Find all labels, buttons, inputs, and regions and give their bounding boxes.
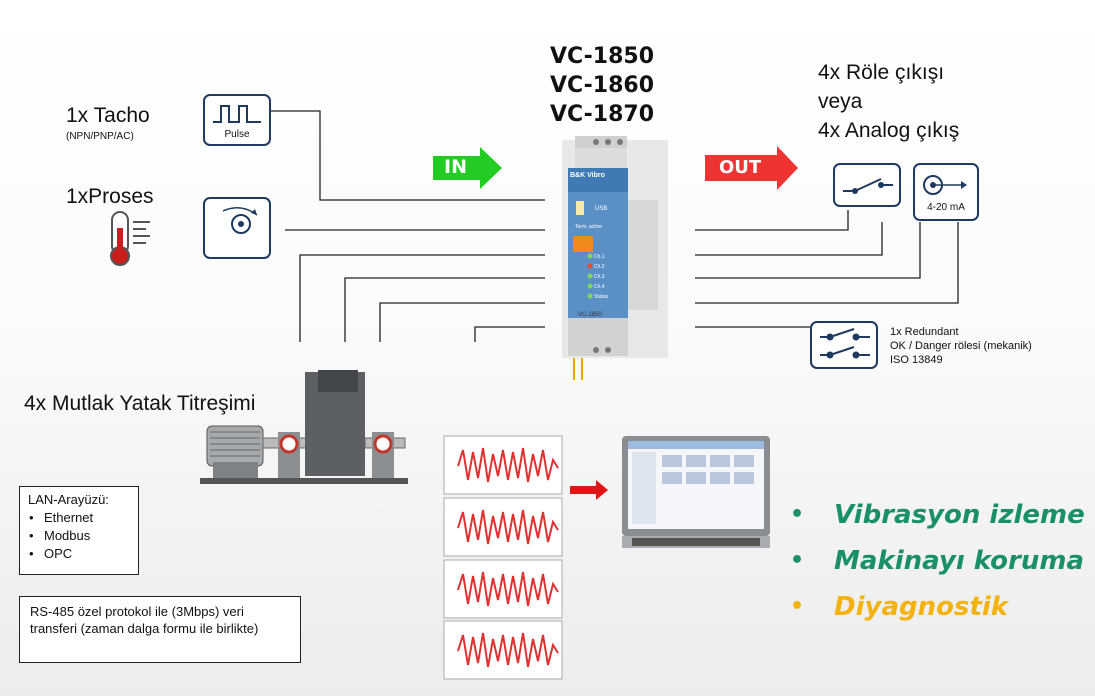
waveform-panels bbox=[443, 435, 563, 680]
thermometer-icon bbox=[110, 211, 150, 266]
analog-label: 4-20 mA bbox=[927, 202, 965, 213]
led-label: Ch.1 bbox=[594, 254, 605, 260]
device-model: VC-1870 bbox=[550, 102, 655, 127]
redundant-line: 1x Redundant bbox=[890, 326, 959, 338]
device-model-list: VC-1850 VC-1860 VC-1870 bbox=[550, 42, 654, 129]
lan-item: Modbus bbox=[29, 527, 130, 545]
pulse-sensor-box: Pulse bbox=[203, 94, 271, 146]
rs485-text: RS-485 özel protokol ile (3Mbps) veri tr… bbox=[30, 604, 259, 636]
feature-item: Diyagnostik bbox=[790, 592, 1085, 638]
vc-device bbox=[562, 136, 668, 358]
relay-switch-icon bbox=[843, 178, 893, 194]
lan-list: Ethernet Modbus OPC bbox=[28, 509, 130, 563]
tacho-subtitle: (NPN/PNP/AC) bbox=[66, 131, 134, 142]
outputs-title-line: 4x Analog çıkış bbox=[818, 119, 960, 142]
redundant-relay-box bbox=[810, 321, 878, 369]
relay-output-box bbox=[833, 163, 901, 207]
outputs-title-line: veya bbox=[818, 90, 863, 113]
outputs-title-line: 4x Röle çıkışı bbox=[818, 61, 945, 84]
led-label: Status bbox=[594, 294, 609, 300]
redundant-relay-text: 1x Redundant OK / Danger rölesi (mekanik… bbox=[890, 325, 1032, 367]
led-label: Ch.3 bbox=[594, 274, 605, 280]
waveform-panel-4 bbox=[443, 620, 563, 680]
feature-item: Makinayı koruma bbox=[790, 546, 1085, 592]
analog-output-box: 4-20 mA bbox=[913, 163, 979, 221]
waveform-panel-1 bbox=[443, 435, 563, 495]
redundant-line: ISO 13849 bbox=[890, 354, 943, 366]
redundant-line: OK / Danger rölesi (mekanik) bbox=[890, 340, 1032, 352]
in-arrow bbox=[433, 147, 502, 189]
waveform-panel-2 bbox=[443, 497, 563, 557]
rs485-box: RS-485 özel protokol ile (3Mbps) veri tr… bbox=[19, 596, 301, 663]
device-footer-label: VC-1850 bbox=[578, 312, 602, 318]
led-label: Ch.4 bbox=[594, 284, 605, 290]
vibration-title: 4x Mutlak Yatak Titreşimi bbox=[24, 392, 256, 415]
pulse-icon bbox=[213, 105, 261, 123]
laptop-icon bbox=[622, 436, 770, 548]
device-brand: B&K Vibro bbox=[570, 172, 605, 179]
machine-train-icon bbox=[200, 370, 408, 484]
out-arrow-label: OUT bbox=[719, 157, 762, 178]
outputs-title: 4x Röle çıkışı veya 4x Analog çıkış bbox=[818, 58, 959, 145]
transfer-arrow bbox=[570, 480, 608, 500]
double-relay-icon bbox=[820, 328, 870, 359]
waveform-panel-3 bbox=[443, 559, 563, 619]
input-wires bbox=[270, 110, 545, 342]
feature-item: Vibrasyon izleme bbox=[790, 500, 1085, 546]
lan-item: Ethernet bbox=[29, 509, 130, 527]
process-title: 1xProses bbox=[66, 185, 154, 208]
analog-signal-icon bbox=[923, 175, 967, 195]
lan-title: LAN-Arayüzü: bbox=[28, 492, 109, 507]
process-sensor-icon bbox=[222, 207, 258, 234]
out-arrow bbox=[705, 146, 798, 190]
device-led-labels: Ch.1 Ch.2 Ch.3 Ch.4 Status bbox=[594, 252, 608, 302]
device-model: VC-1860 bbox=[550, 73, 655, 98]
in-arrow-label: IN bbox=[444, 156, 467, 178]
device-term-label: Term. active bbox=[575, 224, 602, 230]
output-wires bbox=[695, 210, 959, 328]
device-model: VC-1850 bbox=[550, 44, 655, 69]
device-usb-label: USB bbox=[595, 206, 608, 212]
feature-list: Vibrasyon izleme Makinayı koruma Diyagno… bbox=[790, 500, 1085, 638]
lan-interface-box: LAN-Arayüzü: Ethernet Modbus OPC bbox=[19, 486, 139, 575]
led-label: Ch.2 bbox=[594, 264, 605, 270]
tacho-title: 1x Tacho bbox=[66, 104, 150, 127]
lan-item: OPC bbox=[29, 545, 130, 563]
pulse-label: Pulse bbox=[224, 129, 250, 140]
process-sensor-box bbox=[203, 197, 271, 259]
